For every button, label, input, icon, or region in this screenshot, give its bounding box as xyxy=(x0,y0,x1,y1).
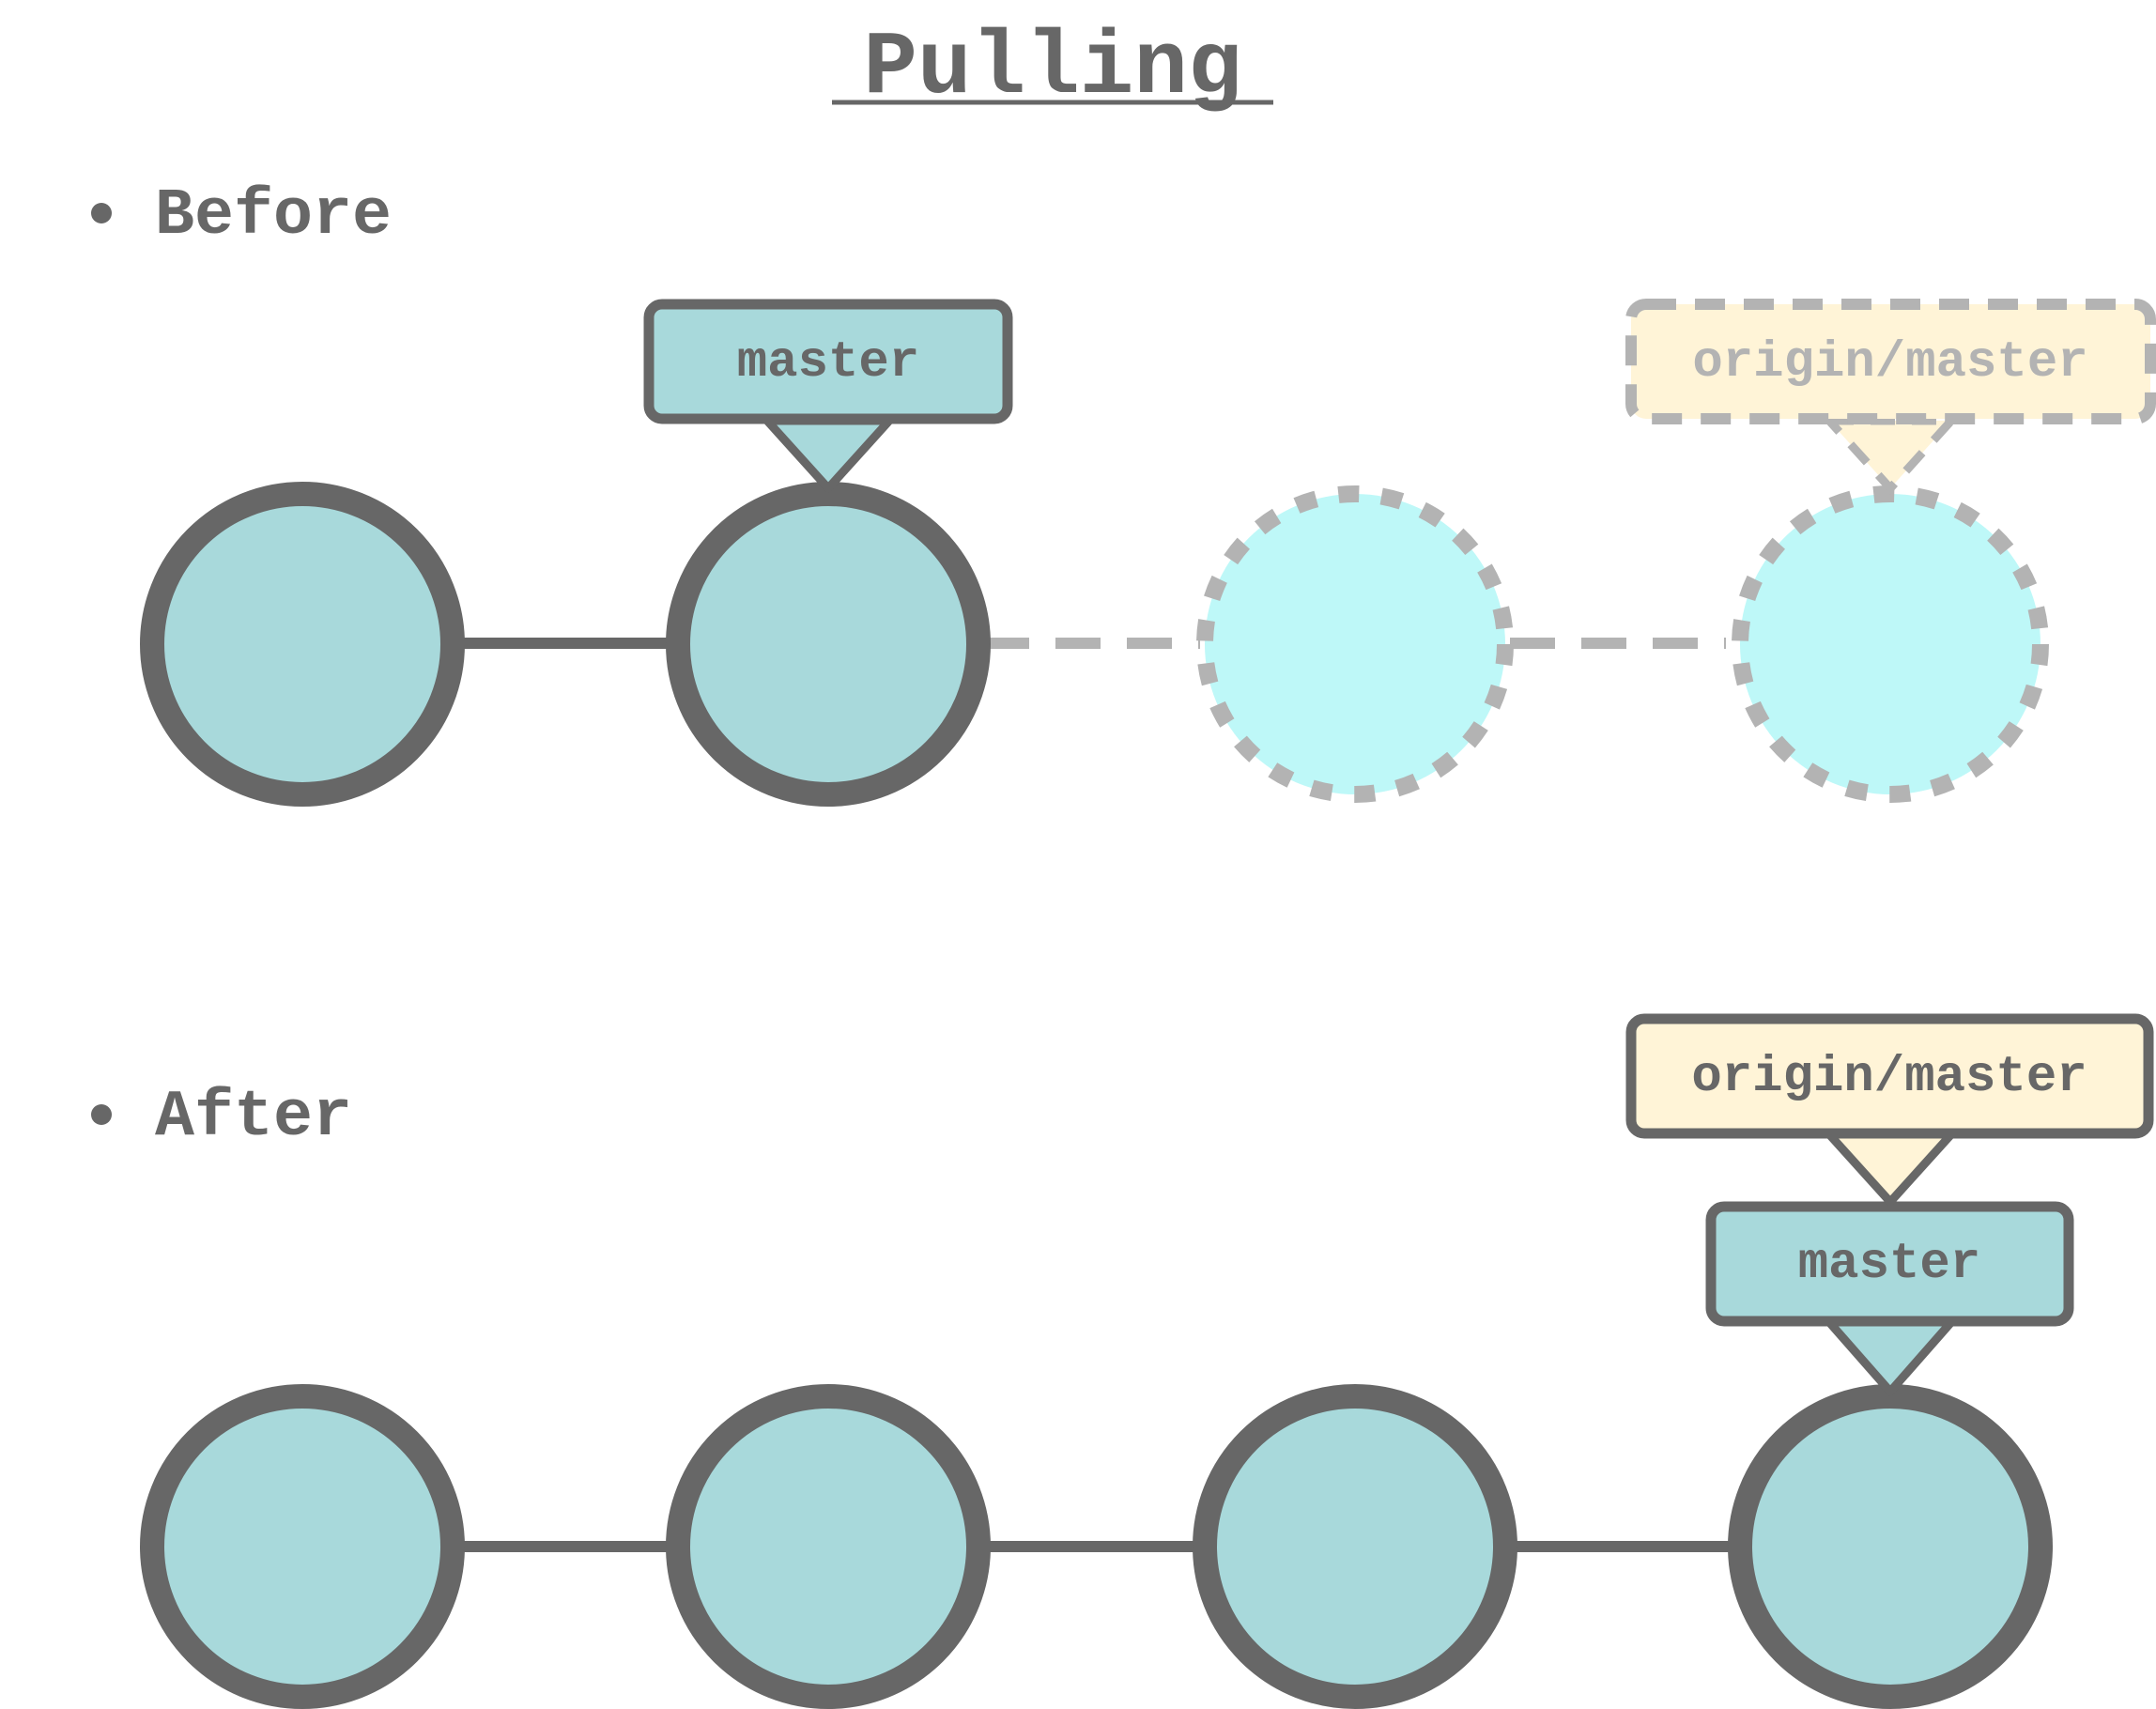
after-commit-3 xyxy=(1193,1384,1517,1709)
before-origin-master-pointer-icon xyxy=(1819,416,1962,495)
after-commit-1 xyxy=(140,1384,465,1709)
before-commit-3-pending xyxy=(1196,485,1514,803)
before-commit-4-pending xyxy=(1732,485,2049,803)
after-master-box xyxy=(1705,1201,2074,1327)
before-master-label: master xyxy=(643,299,1013,493)
after-master-pointer-icon xyxy=(1825,1317,1956,1396)
before-heading: Before xyxy=(155,179,392,254)
before-origin-master-label: origin/master xyxy=(1625,299,2156,495)
before-master-box xyxy=(643,299,1013,424)
after-commit-4 xyxy=(1728,1384,2053,1709)
before-bullet-icon xyxy=(91,203,112,223)
before-master-pointer-icon xyxy=(762,416,894,493)
after-origin-master-box xyxy=(1625,1013,2154,1139)
after-commit-2 xyxy=(666,1384,991,1709)
after-origin-master-label: origin/master xyxy=(1625,1013,2154,1207)
after-heading: After xyxy=(155,1081,352,1155)
after-master-text: master xyxy=(1798,1236,1980,1293)
before-origin-master-box xyxy=(1625,299,2156,424)
after-master-label: master xyxy=(1705,1201,2074,1396)
after-origin-master-text: origin/master xyxy=(1691,1049,2087,1106)
before-origin-master-text: origin/master xyxy=(1692,334,2087,392)
before-commit-1 xyxy=(140,482,465,807)
after-origin-master-pointer-icon xyxy=(1825,1130,1956,1207)
after-bullet-icon xyxy=(91,1104,112,1125)
before-commit-2 xyxy=(666,482,991,807)
before-master-text: master xyxy=(737,334,919,392)
